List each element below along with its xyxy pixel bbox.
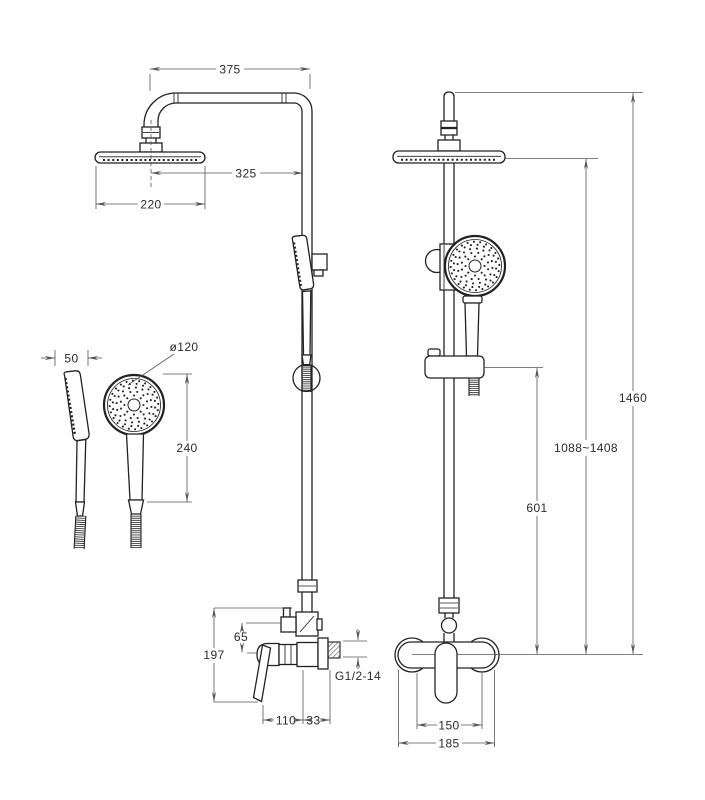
dim-total-height-label: 1460 (619, 391, 647, 405)
dim-head-offset-label: 325 (235, 167, 256, 181)
dimensions-front-view: 1460 1088~1408 601 150 185 (398, 92, 647, 751)
hose-outlet-block (424, 355, 485, 379)
shower-arm-bend-outer (143, 92, 177, 127)
slider-holder (311, 253, 328, 271)
handshower-grip-front (125, 433, 145, 501)
handshower-neck (462, 295, 483, 304)
dimensions-side-view: 375 325 220 197 65 110 33 G1/2-14 (95, 63, 381, 728)
figure-side-view (94, 92, 341, 703)
handshower-front-dots (449, 240, 501, 292)
figure-front-view (392, 91, 643, 704)
column-top-cap (443, 91, 455, 122)
shower-arm-inner (176, 102, 303, 112)
valve-stem (282, 607, 291, 618)
handshower-spray-edge (64, 377, 77, 436)
handshower-face-dots (108, 379, 160, 431)
head-stem (145, 138, 157, 143)
mixer-lever-front (434, 642, 458, 704)
dim-height-range-label: 1088~1408 (554, 441, 618, 455)
dim-hand-width-label: 50 (64, 352, 78, 366)
figure-handshower-detail (63, 370, 166, 550)
dim-valve-offset-label: 65 (234, 630, 248, 644)
arm-sleeve-marks (173, 93, 287, 103)
column-band (440, 120, 458, 129)
handshower-head-side (63, 370, 90, 442)
handshower-front-rim (443, 234, 507, 298)
hose-ribbed-segment (301, 364, 312, 392)
handshower-head-on-column (291, 234, 315, 291)
handshower-grip (464, 302, 480, 357)
dim-hand-diameter-label: ø120 (170, 340, 199, 354)
dimensions-handshower: 50 ø120 240 (41, 340, 199, 503)
riser-column-front (443, 163, 455, 598)
rain-head-side (94, 151, 206, 164)
hose-connector (301, 354, 312, 367)
hose-ball-nut (292, 363, 321, 393)
wall-escutcheon (317, 637, 329, 670)
riser-column-side (301, 111, 313, 612)
handshower-face-rim (102, 373, 166, 437)
dim-hose-height-label: 601 (526, 501, 547, 515)
hose-front (130, 513, 142, 548)
mixer-lever-side (252, 644, 272, 703)
hose-side (73, 515, 87, 550)
handshower-cone-side (74, 501, 86, 517)
rain-head-front (392, 150, 506, 164)
shower-arm-outer (176, 92, 313, 112)
dim-mixer-depth-label: 110 (276, 714, 296, 728)
dim-inlet-span-label: 150 (438, 719, 459, 733)
diameter-leader (127, 353, 175, 386)
dim-hand-length-label: 240 (176, 441, 197, 455)
dim-mixer-width-label: 185 (438, 737, 459, 751)
extension-lines (455, 92, 643, 368)
handshower-cone-front (127, 499, 145, 515)
check-valve (280, 616, 297, 633)
dim-head-width-label: 220 (140, 198, 161, 212)
column-base-sleeve (438, 597, 460, 614)
dim-wall-gap-label: 33 (306, 714, 320, 728)
handshower-handle (301, 290, 312, 356)
handshower-grip-side (75, 438, 87, 503)
mixer-cartridge (278, 643, 298, 666)
threaded-nipple (327, 641, 341, 659)
hose-right (468, 377, 480, 396)
dim-arm-reach-label: 375 (219, 63, 240, 77)
dim-mixer-height-label: 197 (203, 648, 224, 662)
shower-arm-bend-inner (157, 102, 177, 127)
dim-thread-label: G1/2-14 (335, 669, 381, 683)
swivel-nut (440, 617, 458, 634)
rain-head-mount (437, 139, 461, 152)
handshower-face-side (292, 242, 303, 288)
mixer-body-side (296, 641, 319, 668)
